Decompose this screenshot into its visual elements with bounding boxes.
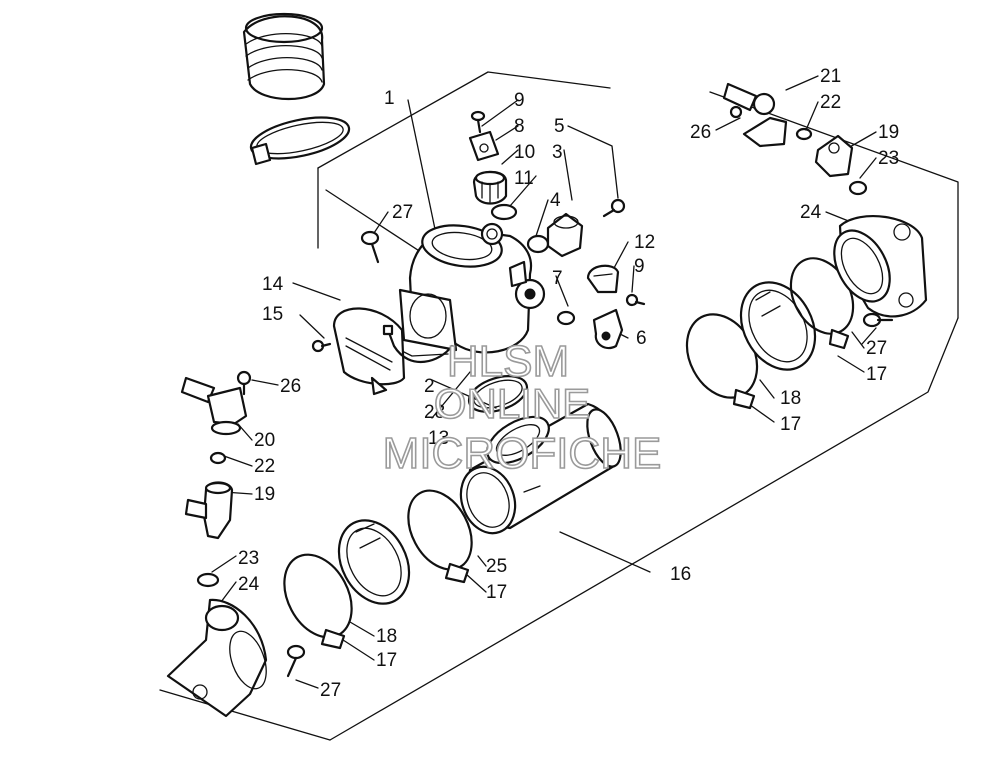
screw-27-left xyxy=(286,644,306,678)
callout-1: 1 xyxy=(384,88,395,109)
boot-clamp xyxy=(249,116,351,166)
watermark: HLSM ONLINE MICROFICHE xyxy=(382,336,662,479)
callout-7: 7 xyxy=(552,268,563,289)
bracket-12 xyxy=(586,264,620,294)
callout-24-left: 24 xyxy=(238,574,260,595)
callout-6: 6 xyxy=(636,328,647,349)
clamp-17-middle xyxy=(407,489,473,584)
callout-25: 25 xyxy=(486,556,507,577)
sensor-6 xyxy=(592,308,624,350)
injector-19-left xyxy=(184,481,234,540)
callout-5: 5 xyxy=(554,116,565,137)
callout-15: 15 xyxy=(262,304,283,325)
callout-11: 11 xyxy=(514,168,534,189)
callout-2: 2 xyxy=(424,376,435,397)
callout-27-left: 27 xyxy=(320,680,341,701)
clip-8 xyxy=(468,130,500,162)
assembly-outline xyxy=(159,71,959,741)
callout-3: 3 xyxy=(552,142,563,163)
sensor-cover xyxy=(332,307,406,396)
fuel-fitting-20 xyxy=(180,376,248,436)
screw-27-right xyxy=(862,312,894,328)
callout-14: 14 xyxy=(262,274,284,295)
callout-28: 28 xyxy=(424,402,445,423)
seal-23-left xyxy=(196,572,220,588)
coupler-18-right xyxy=(739,281,817,371)
callout-13: 13 xyxy=(428,428,449,449)
intake-boot xyxy=(242,12,326,100)
callout-22-right: 22 xyxy=(820,92,841,113)
callout-22-left: 22 xyxy=(254,456,275,477)
callout-19-right: 19 xyxy=(878,122,899,143)
callout-26-right: 26 xyxy=(690,122,711,143)
callout-8: 8 xyxy=(514,116,525,137)
washer-22-left xyxy=(209,451,227,465)
manifold-24-left xyxy=(166,598,268,718)
watermark-line-1: HLSM xyxy=(447,337,569,386)
part-3 xyxy=(546,212,584,258)
manifold-24-right xyxy=(833,215,928,318)
callout-27-upper: 27 xyxy=(392,202,413,223)
callout-23-left: 23 xyxy=(238,548,259,569)
callout-16: 16 xyxy=(670,564,691,585)
callout-17-left: 17 xyxy=(376,650,397,671)
screw-26-right xyxy=(729,105,743,119)
throttle-body xyxy=(398,222,546,354)
fuel-fitting-21 xyxy=(722,82,788,148)
gasket-13 xyxy=(467,375,529,413)
callout-18-right: 18 xyxy=(780,388,801,409)
valve-10 xyxy=(472,170,508,205)
coupler-18-left xyxy=(337,519,411,605)
seal-23-right xyxy=(848,180,868,196)
callouts: 1 2 3 4 5 6 7 8 9 9 10 11 12 13 14 15 16… xyxy=(238,66,899,701)
callout-26-left: 26 xyxy=(280,376,301,397)
screw-15 xyxy=(311,339,332,353)
watermark-line-2: ONLINE xyxy=(434,380,590,427)
callout-21: 21 xyxy=(820,66,841,87)
callout-10: 10 xyxy=(514,142,535,163)
screw-27-upper xyxy=(360,230,380,264)
o-ring-4 xyxy=(526,234,550,254)
screw-9-top xyxy=(470,110,486,134)
clamp-17-left xyxy=(283,553,353,650)
callout-24-right: 24 xyxy=(800,202,822,223)
callout-27-right: 27 xyxy=(866,338,887,359)
callout-17-middle: 17 xyxy=(486,582,507,603)
callout-9-side: 9 xyxy=(634,256,645,277)
o-ring-11 xyxy=(490,203,518,221)
callout-23-right: 23 xyxy=(878,148,899,169)
callout-12: 12 xyxy=(634,232,655,253)
callout-18-left: 18 xyxy=(376,626,397,647)
washer-22-right xyxy=(795,127,813,141)
wire-harness xyxy=(382,324,454,363)
callout-17-right-upper: 17 xyxy=(866,364,887,385)
injector-19-right xyxy=(814,134,854,178)
callout-20: 20 xyxy=(254,430,275,451)
o-ring-7 xyxy=(556,310,576,326)
screw-26-left xyxy=(236,370,252,396)
callout-9-top: 9 xyxy=(514,90,525,111)
callout-19-left: 19 xyxy=(254,484,275,505)
callout-4: 4 xyxy=(550,190,561,211)
screw-9-side xyxy=(625,293,646,307)
intake-manifold xyxy=(459,402,622,535)
screw-5 xyxy=(602,198,626,218)
callout-17-right-lower: 17 xyxy=(780,414,801,435)
watermark-line-3: MICROFICHE xyxy=(383,429,662,478)
